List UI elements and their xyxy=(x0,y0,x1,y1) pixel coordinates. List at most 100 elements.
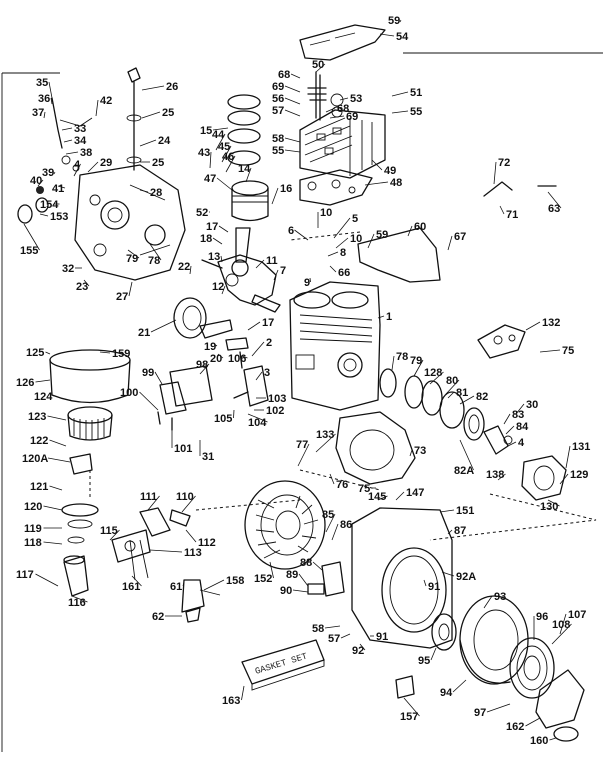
callout-91: 91 xyxy=(428,581,440,593)
part-ignition-bracket xyxy=(307,561,345,597)
callout-30: 30 xyxy=(526,399,538,411)
leader-line xyxy=(269,561,274,579)
callout-27: 27 xyxy=(116,291,128,303)
leader-line xyxy=(493,161,497,185)
callout-41: 41 xyxy=(52,183,64,195)
callout-63: 63 xyxy=(548,203,560,215)
leader-line xyxy=(483,595,493,609)
callout-87: 87 xyxy=(454,525,466,537)
leader-line xyxy=(99,351,111,354)
part-recoil-screen xyxy=(509,637,555,699)
part-starter-cup xyxy=(459,595,529,685)
leader-line xyxy=(147,495,160,511)
callout-73: 73 xyxy=(414,445,426,457)
leader-line xyxy=(290,73,301,79)
callout-107: 107 xyxy=(568,609,586,621)
callout-69: 69 xyxy=(272,81,284,93)
callout-102: 102 xyxy=(266,405,284,417)
leader-line xyxy=(182,581,185,587)
leader-line xyxy=(297,443,310,467)
leader-line xyxy=(61,127,73,131)
leader-line xyxy=(413,359,424,377)
callout-115: 115 xyxy=(100,525,118,537)
callout-10: 10 xyxy=(350,233,362,245)
leader-lines xyxy=(23,19,572,741)
callout-94: 94 xyxy=(440,687,453,699)
leader-line xyxy=(65,151,79,155)
callout-59: 59 xyxy=(376,229,388,241)
part-gear-lever xyxy=(199,319,249,351)
leader-line xyxy=(359,643,366,651)
leader-line xyxy=(220,255,223,263)
callout-96: 96 xyxy=(536,611,548,623)
leader-line xyxy=(294,229,309,241)
callout-82a: 82A xyxy=(454,465,474,477)
part-air-cleaner xyxy=(49,349,131,441)
callout-42: 42 xyxy=(100,95,112,107)
leader-line xyxy=(73,163,81,177)
part-control-bracket xyxy=(157,365,213,431)
leader-line xyxy=(212,127,229,131)
callout-40: 40 xyxy=(30,175,42,187)
leader-line xyxy=(221,145,232,163)
leader-line xyxy=(315,433,336,453)
callout-158: 158 xyxy=(226,575,244,587)
callout-2: 2 xyxy=(266,337,272,349)
leader-line xyxy=(221,285,226,295)
callout-55: 55 xyxy=(410,106,422,118)
leader-line xyxy=(447,391,455,399)
leader-line xyxy=(251,341,265,357)
leader-line xyxy=(539,349,561,353)
callout-47: 47 xyxy=(204,173,216,185)
callout-78: 78 xyxy=(148,255,160,267)
callout-133: 133 xyxy=(316,429,334,441)
assembly-guide-lines xyxy=(89,231,597,541)
leader-line xyxy=(45,351,51,355)
callout-9: 9 xyxy=(304,277,310,289)
leader-line xyxy=(515,403,525,415)
callout-49: 49 xyxy=(384,165,396,177)
part-decal xyxy=(395,675,415,699)
callout-22: 22 xyxy=(178,261,190,273)
part-blower-housing xyxy=(351,507,453,649)
leader-line xyxy=(340,633,351,639)
part-head-gasket xyxy=(299,169,373,206)
leader-line xyxy=(255,371,263,381)
leader-line xyxy=(367,233,375,249)
leader-line xyxy=(271,187,279,205)
callout-101: 101 xyxy=(174,443,192,455)
callout-55: 55 xyxy=(272,145,284,157)
callout-6: 6 xyxy=(288,225,294,237)
leader-line xyxy=(43,541,63,545)
leader-line xyxy=(23,223,40,251)
leader-line xyxy=(292,589,309,593)
leader-line xyxy=(312,561,323,571)
callout-46: 46 xyxy=(222,151,234,163)
leader-line xyxy=(49,485,63,491)
callout-32: 32 xyxy=(62,263,74,275)
callout-11: 11 xyxy=(266,255,278,267)
leader-line xyxy=(452,679,467,693)
part-cylinder-baffle xyxy=(357,227,441,283)
leader-line xyxy=(559,473,569,485)
callout-57: 57 xyxy=(328,633,340,645)
callout-1: 1 xyxy=(386,311,392,323)
leader-line xyxy=(131,575,142,587)
leader-line xyxy=(525,321,541,331)
leader-line xyxy=(181,495,196,513)
callout-84: 84 xyxy=(516,421,529,433)
leader-line xyxy=(185,529,197,543)
leader-line xyxy=(39,213,49,217)
callout-98: 98 xyxy=(196,359,208,371)
callout-92a: 92A xyxy=(456,571,476,583)
leader-line xyxy=(525,717,541,727)
callout-4: 4 xyxy=(518,437,525,449)
leader-line xyxy=(325,107,336,113)
leader-line xyxy=(247,321,261,331)
part-spark-plug xyxy=(181,579,221,623)
callout-71: 71 xyxy=(506,209,518,221)
callout-4: 4 xyxy=(74,159,81,171)
part-governor-linkage xyxy=(17,97,93,224)
callout-69: 69 xyxy=(346,111,358,123)
